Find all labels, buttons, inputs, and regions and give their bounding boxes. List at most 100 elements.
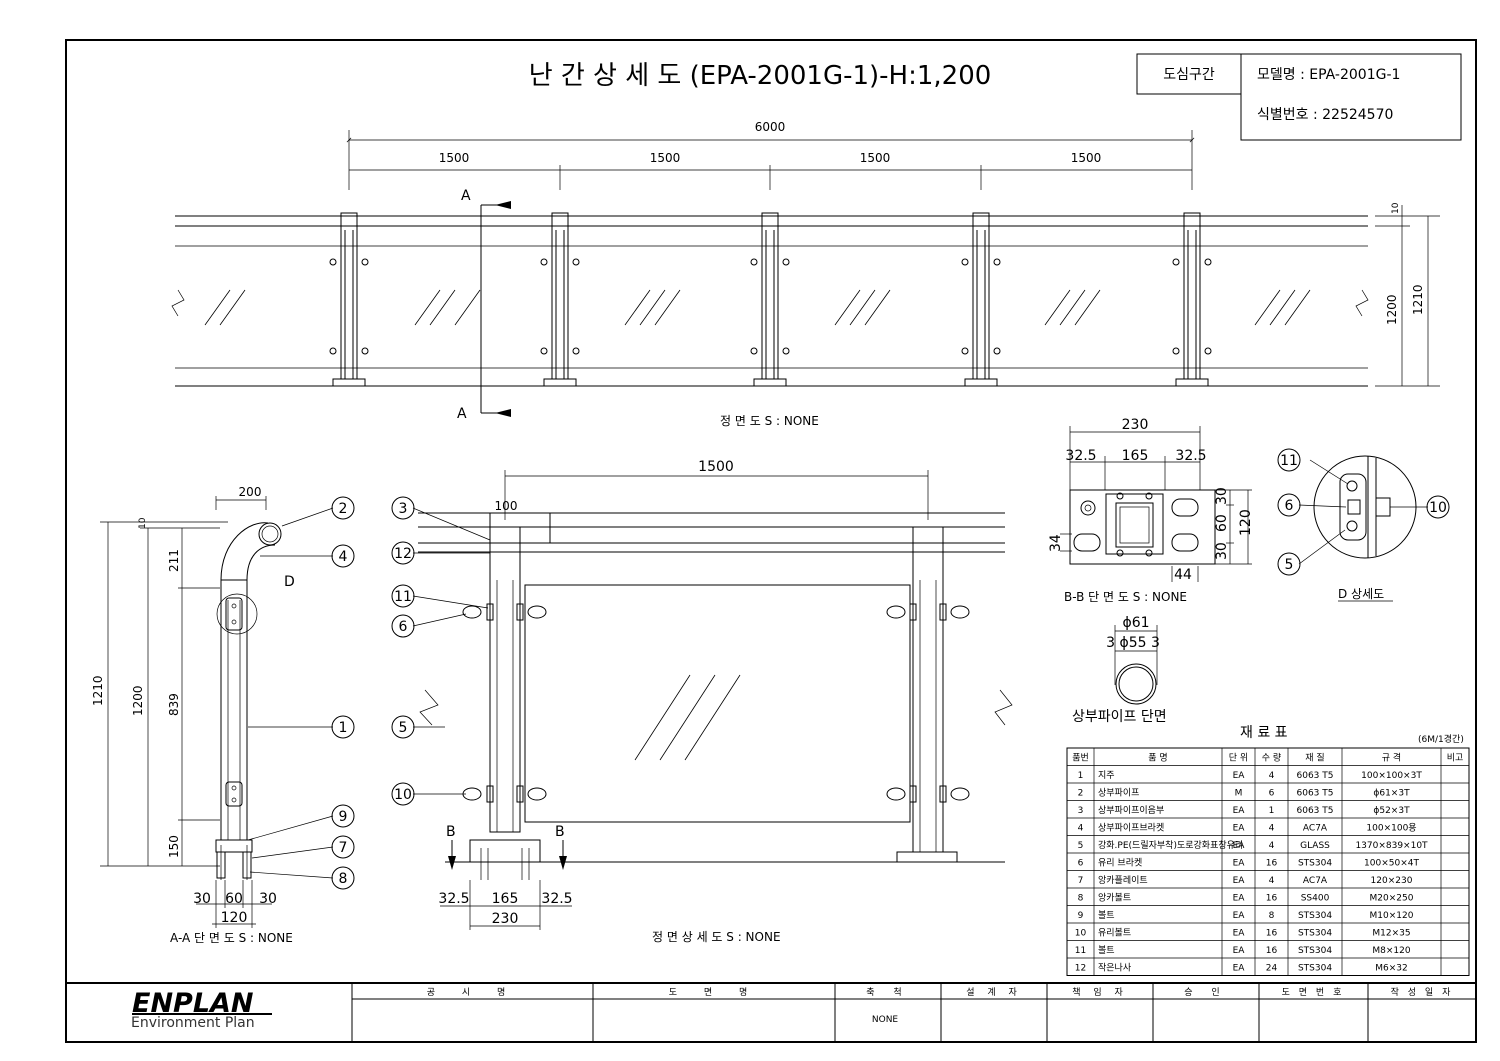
materials-cell-r9-c1: 유리볼트 <box>1098 928 1131 939</box>
fd-dim-b4: 230 <box>492 911 519 927</box>
bb-dim-h120: 120 <box>1238 509 1254 536</box>
bb-dim-a325: 32.5 <box>1065 448 1096 464</box>
materials-cell-r8-c2: EA <box>1233 911 1246 921</box>
fd-dim-100: 100 <box>495 499 518 513</box>
svg-text:6: 6 <box>1285 498 1294 514</box>
materials-header-1: 품 명 <box>1148 753 1167 764</box>
sheet-border <box>65 39 1477 1043</box>
dim-span-3: 1500 <box>860 151 891 165</box>
materials-cell-r4-c0: 5 <box>1078 841 1084 851</box>
bb-dim-a165: 165 <box>1122 448 1149 464</box>
svg-text:12: 12 <box>394 546 412 562</box>
tb-header-manager: 책 임 자 <box>1072 986 1128 998</box>
callout-1: 1 <box>331 715 355 739</box>
materials-cell-r7-c0: 8 <box>1078 894 1084 904</box>
aa-dim-1200: 1200 <box>131 685 145 716</box>
bb-dim-230: 230 <box>1122 417 1149 433</box>
svg-text:1: 1 <box>339 720 348 736</box>
front-view-caption: 정 면 도 S : NONE <box>720 414 819 428</box>
callout-11: 11 <box>391 584 415 608</box>
front-detail-view: 1500 100 <box>391 459 1013 944</box>
svg-text:8: 8 <box>339 871 348 887</box>
svg-text:11: 11 <box>1280 453 1298 469</box>
materials-cell-r3-c1: 상부파이프브라켓 <box>1098 823 1164 834</box>
materials-cell-r10-c0: 11 <box>1075 946 1086 956</box>
materials-cell-r2-c5: ϕ52×3T <box>1373 806 1410 816</box>
svg-text:6: 6 <box>399 619 408 635</box>
bb-dim-44: 44 <box>1174 567 1192 583</box>
fd-dim-b3: 32.5 <box>541 891 572 907</box>
svg-text:9: 9 <box>339 809 348 825</box>
materials-cell-r2-c0: 3 <box>1078 806 1084 816</box>
fd-dim-b1: 32.5 <box>438 891 469 907</box>
materials-cell-r5-c3: 16 <box>1266 859 1278 869</box>
pipe-outer-dim: ϕ61 <box>1122 615 1149 631</box>
materials-note: (6M/1경간) <box>1418 733 1464 745</box>
materials-cell-r4-c4: GLASS <box>1300 841 1330 851</box>
bb-dim-h30: 30 <box>1214 487 1230 505</box>
materials-cell-r11-c4: STS304 <box>1298 964 1332 974</box>
materials-cell-r2-c2: EA <box>1233 806 1246 816</box>
materials-cell-r10-c5: M8×120 <box>1372 946 1410 956</box>
materials-cell-r5-c0: 6 <box>1078 859 1084 869</box>
materials-cell-r6-c3: 4 <box>1269 876 1275 886</box>
materials-cell-r0-c3: 4 <box>1269 771 1275 781</box>
dim-span-1: 1500 <box>439 151 470 165</box>
materials-cell-r3-c0: 4 <box>1078 824 1084 834</box>
tb-scale-value: NONE <box>872 1015 899 1025</box>
bb-dim-h60: 60 <box>1214 514 1230 532</box>
svg-text:3: 3 <box>399 501 408 517</box>
materials-cell-r5-c2: EA <box>1233 859 1246 869</box>
materials-cell-r11-c1: 작은나사 <box>1098 963 1132 974</box>
callout-3: 3 <box>391 496 415 520</box>
drawing-title: 난 간 상 세 도 (EPA-2001G-1)-H:1,200 <box>529 61 992 91</box>
materials-cell-r4-c5: 1370×839×10T <box>1355 841 1428 851</box>
materials-cell-r0-c4: 6063 T5 <box>1297 771 1334 781</box>
callout-6-d: 6 <box>1277 493 1301 517</box>
materials-cell-r3-c2: EA <box>1233 824 1246 834</box>
fd-dim-1500: 1500 <box>698 459 734 475</box>
materials-cell-r9-c5: M12×35 <box>1372 929 1410 939</box>
section-a-top: A <box>461 188 471 204</box>
materials-cell-r2-c4: 6063 T5 <box>1297 806 1334 816</box>
pipe-caption: 상부파이프 단면 <box>1072 709 1167 725</box>
callout-10: 10 <box>391 782 415 806</box>
materials-cell-r4-c1: 강화.PE(드릴자부착)도로강화표창유리 <box>1098 840 1243 851</box>
materials-cell-r7-c2: EA <box>1233 894 1246 904</box>
materials-cell-r4-c2: EA <box>1233 841 1246 851</box>
front-view: 6000 1500 1500 1500 1500 <box>171 120 1440 428</box>
materials-header-3: 수 량 <box>1262 752 1281 764</box>
section-a-bottom: A <box>457 406 467 422</box>
bb-section-view: 230 32.5 165 32.5 30 60 30 120 34 44 B-B… <box>1048 417 1254 604</box>
tb-header-scale: 축 척 <box>866 987 909 998</box>
materials-cell-r9-c3: 16 <box>1266 929 1278 939</box>
tb-header-drawing: 도 면 명 <box>669 987 760 998</box>
materials-cell-r1-c2: M <box>1235 789 1243 799</box>
aa-dim-b120: 120 <box>221 910 248 926</box>
tb-header-approval: 승 인 <box>1184 987 1227 998</box>
dim-span-2: 1500 <box>650 151 681 165</box>
materials-cell-r9-c2: EA <box>1233 929 1246 939</box>
callout-11-d: 11 <box>1277 448 1301 472</box>
materials-cell-r5-c4: STS304 <box>1298 859 1332 869</box>
materials-cell-r7-c1: 앙카볼트 <box>1098 892 1131 904</box>
materials-cell-r1-c4: 6063 T5 <box>1297 789 1334 799</box>
materials-cell-r8-c0: 9 <box>1078 911 1084 921</box>
materials-cell-r7-c3: 16 <box>1266 894 1278 904</box>
materials-cell-r6-c5: 120×230 <box>1371 876 1413 886</box>
dim-right-1200: 1200 <box>1385 294 1399 325</box>
svg-text:10: 10 <box>1429 500 1447 516</box>
materials-cell-r5-c5: 100×50×4T <box>1364 859 1419 869</box>
materials-cell-r6-c0: 7 <box>1078 876 1084 886</box>
materials-cell-r3-c3: 4 <box>1269 824 1275 834</box>
model-label: 모델명 : EPA-2001G-1 <box>1257 67 1400 83</box>
tb-header-designer: 설 계 자 <box>966 986 1022 998</box>
materials-cell-r2-c3: 1 <box>1269 806 1275 816</box>
materials-cell-r1-c5: ϕ61×3T <box>1373 789 1410 799</box>
fd-section-b-right: B <box>555 824 565 840</box>
aa-dim-10: 10 <box>138 517 148 529</box>
materials-cell-r10-c4: STS304 <box>1298 946 1332 956</box>
materials-cell-r11-c0: 12 <box>1075 964 1086 974</box>
materials-header-6: 비고 <box>1447 753 1464 764</box>
